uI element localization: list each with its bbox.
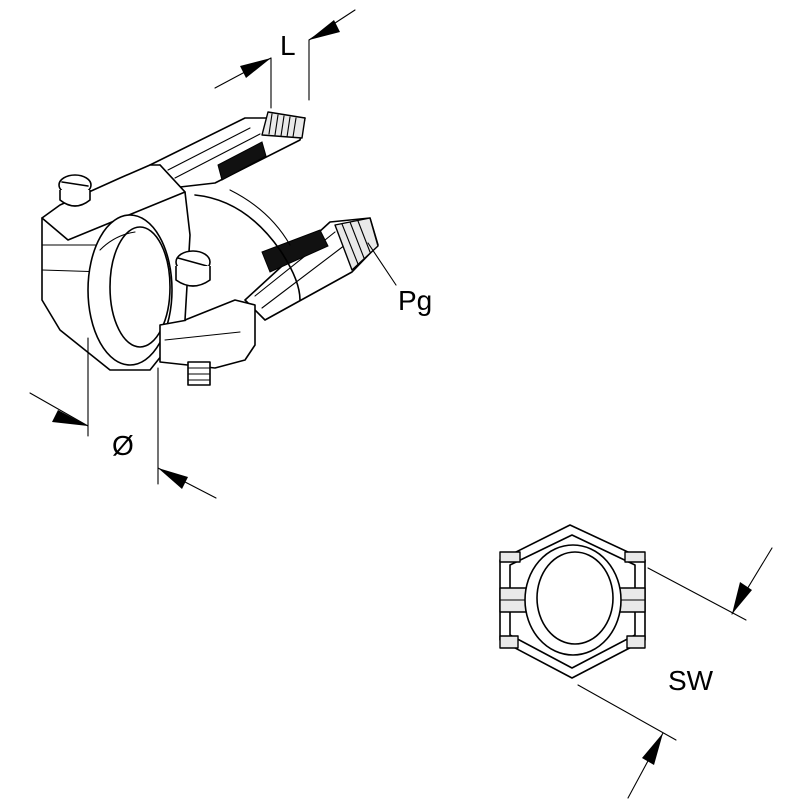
wrench-size-label: SW [668,665,714,696]
diameter-label: Ø [112,430,134,461]
dimension-wrench-size [577,547,773,799]
dimension-length [214,9,356,109]
length-label: L [280,30,296,61]
thread-label: Pg [398,285,432,316]
hex-end-view [499,524,646,679]
dimension-diameter [29,337,217,499]
cable-connector-drawing [41,111,397,386]
